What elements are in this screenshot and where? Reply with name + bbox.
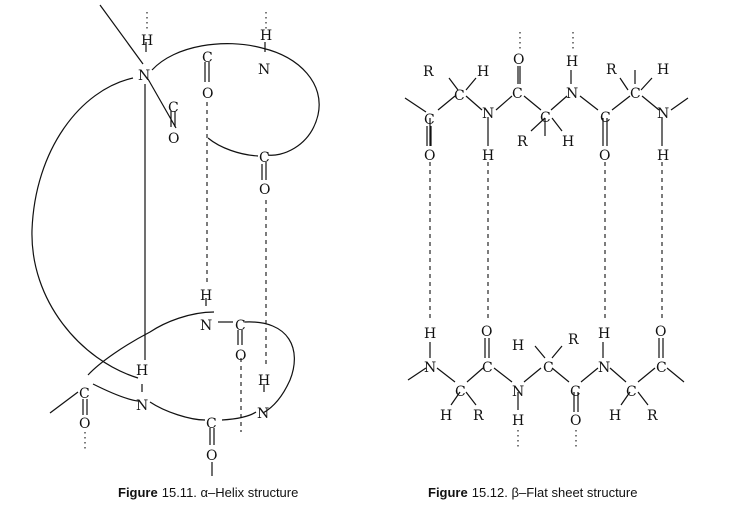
caption-prefix: Figure bbox=[428, 485, 468, 500]
sheet-atom-c: C bbox=[455, 384, 466, 400]
sheet-atom-c: C bbox=[482, 360, 493, 376]
top-strand-bond bbox=[429, 66, 663, 146]
helix-backbone-line bbox=[87, 311, 215, 376]
helix-double-bond bbox=[170, 111, 176, 127]
helix-atom-o: O bbox=[235, 348, 246, 364]
helix-backbone-line bbox=[49, 391, 79, 414]
sheet-atom-o: O bbox=[570, 413, 581, 429]
sheet-atom-r: R bbox=[568, 332, 579, 348]
sheet-atom-r: R bbox=[517, 134, 528, 150]
helix-atom-o: O bbox=[79, 416, 90, 432]
sheet-atom-n: N bbox=[482, 106, 494, 122]
beta-sheet-caption: Figure 15.12. β–Flat sheet structure bbox=[428, 485, 637, 500]
bottom-strand-double-bond bbox=[658, 338, 664, 358]
top-strand-double-bond bbox=[426, 126, 432, 146]
helix-backbone-line bbox=[99, 4, 144, 65]
sheet-atom-h: H bbox=[657, 62, 669, 78]
sheet-atom-r: R bbox=[423, 64, 434, 80]
sheet-atom-h: H bbox=[424, 326, 436, 342]
sheet-atom-c: C bbox=[630, 86, 641, 102]
helix-backbone-line bbox=[149, 401, 206, 421]
helix-backbone-line bbox=[92, 383, 139, 402]
helix-atom-n: N bbox=[138, 68, 150, 84]
helix-atom-c: C bbox=[235, 318, 246, 334]
alpha-helix-diagram: H N C O H N C O C O H N C O H N H N C O … bbox=[31, 4, 320, 476]
sheet-atom-h: H bbox=[562, 134, 574, 150]
helix-double-bond bbox=[237, 330, 243, 345]
caption-text: 15.12. β–Flat sheet structure bbox=[472, 485, 638, 500]
bottom-strand-double-bond bbox=[573, 392, 579, 412]
sheet-atom-n: N bbox=[657, 106, 669, 122]
sheet-atom-c: C bbox=[600, 110, 611, 126]
helix-atom-c: C bbox=[202, 50, 213, 66]
sheet-atom-c: C bbox=[512, 86, 523, 102]
sheet-atom-o: O bbox=[655, 324, 666, 340]
caption-text: 15.11. α–Helix structure bbox=[162, 485, 299, 500]
helix-atom-c: C bbox=[259, 150, 270, 166]
helix-atom-n: N bbox=[257, 406, 269, 422]
helix-double-bond bbox=[82, 399, 88, 415]
sheet-atom-n: N bbox=[566, 86, 578, 102]
helix-atom-c: C bbox=[79, 386, 90, 402]
sheet-atom-o: O bbox=[481, 324, 492, 340]
sheet-atom-c: C bbox=[570, 384, 581, 400]
caption-prefix: Figure bbox=[118, 485, 158, 500]
helix-double-bond bbox=[204, 62, 210, 82]
sheet-atom-h: H bbox=[512, 338, 524, 354]
helix-atom-o: O bbox=[206, 448, 217, 464]
helix-backbone-line bbox=[221, 411, 257, 421]
sheet-atom-c: C bbox=[424, 112, 435, 128]
helix-atom-h: H bbox=[200, 288, 212, 304]
helix-backbone-line bbox=[207, 137, 259, 157]
top-strand-backbone bbox=[404, 95, 689, 113]
sheet-atom-h: H bbox=[482, 148, 494, 164]
alpha-helix-caption: Figure 15.11. α–Helix structure bbox=[118, 485, 298, 500]
sheet-atom-r: R bbox=[647, 408, 658, 424]
helix-backbone-line bbox=[31, 77, 139, 379]
sheet-atom-n: N bbox=[424, 360, 436, 376]
sheet-atom-n: N bbox=[598, 360, 610, 376]
sheet-atom-h: H bbox=[598, 326, 610, 342]
helix-atom-h: H bbox=[258, 373, 270, 389]
helix-atom-c: C bbox=[206, 416, 217, 432]
beta-sheet-diagram: R H C C O N H O C C R H H N C O R C H N … bbox=[404, 32, 689, 450]
sheet-atom-h: H bbox=[512, 413, 524, 429]
sheet-atom-h: H bbox=[609, 408, 621, 424]
bottom-strand-backbone bbox=[407, 367, 685, 383]
helix-atom-o: O bbox=[202, 86, 213, 102]
helix-atom-h: H bbox=[260, 28, 272, 44]
sheet-atom-h: H bbox=[477, 64, 489, 80]
sheet-atom-c: C bbox=[626, 384, 637, 400]
helix-double-bond bbox=[261, 162, 267, 180]
helix-atom-n: N bbox=[258, 62, 270, 78]
sheet-atom-h: H bbox=[566, 54, 578, 70]
helix-atom-h: H bbox=[141, 33, 153, 49]
sheet-atom-c: C bbox=[656, 360, 667, 376]
helix-atom-o: O bbox=[168, 131, 179, 147]
bottom-strand-double-bond bbox=[484, 338, 490, 358]
sheet-atom-o: O bbox=[424, 148, 435, 164]
sheet-atom-o: O bbox=[599, 148, 610, 164]
helix-backbone-line bbox=[244, 321, 295, 414]
helix-atom-o: O bbox=[259, 182, 270, 198]
helix-atom-n: N bbox=[136, 398, 148, 414]
sheet-atom-h: H bbox=[440, 408, 452, 424]
sheet-atom-c: C bbox=[543, 360, 554, 376]
sheet-atom-c: C bbox=[540, 110, 551, 126]
helix-double-bond bbox=[209, 428, 215, 445]
sheet-atom-n: N bbox=[512, 384, 524, 400]
helix-backbone-line bbox=[151, 43, 320, 156]
helix-atom-h: H bbox=[136, 363, 148, 379]
sheet-atom-o: O bbox=[513, 52, 524, 68]
sheet-atom-h: H bbox=[657, 148, 669, 164]
helix-atom-c: C bbox=[168, 100, 179, 116]
bottom-strand-bond bbox=[429, 342, 649, 410]
sheet-atom-r: R bbox=[473, 408, 484, 424]
sheet-atom-r: R bbox=[606, 62, 617, 78]
helix-atom-n: N bbox=[200, 318, 212, 334]
sheet-atom-c: C bbox=[454, 88, 465, 104]
